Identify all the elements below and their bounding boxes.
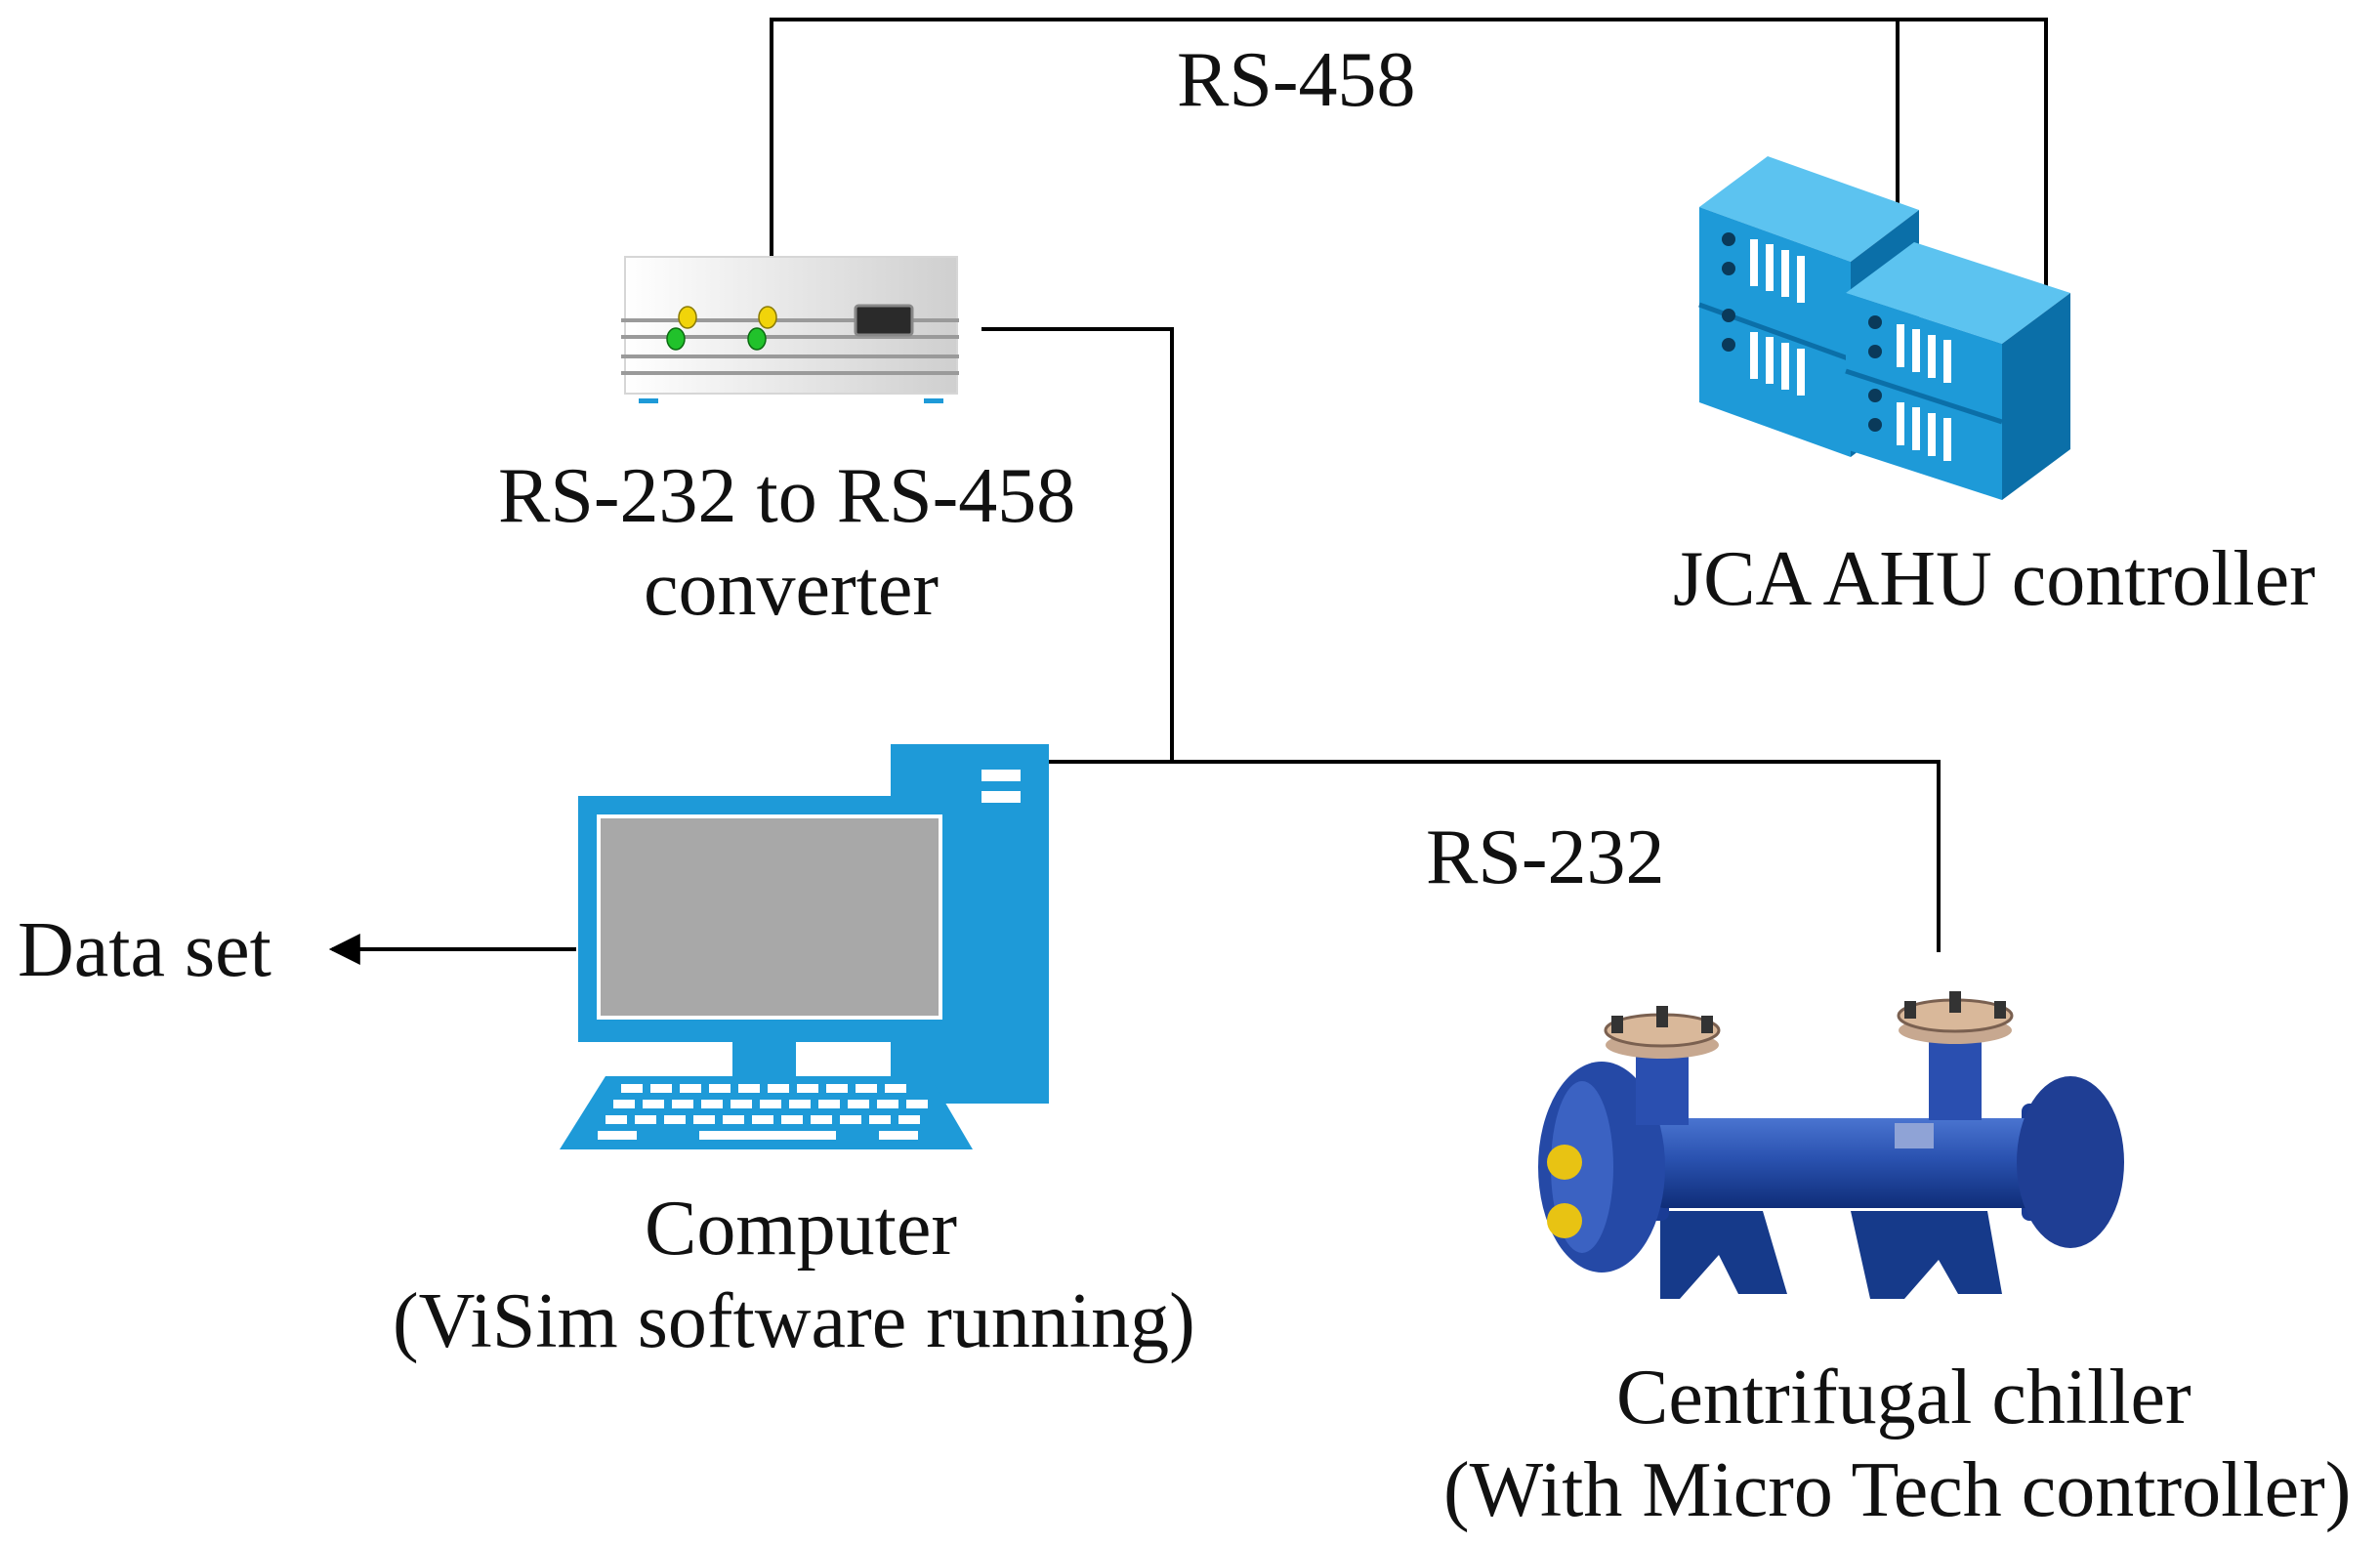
- yellow-plug-icon: [1547, 1145, 1582, 1180]
- nozzle-left: [1604, 1006, 1721, 1125]
- converter-icon: [621, 256, 959, 403]
- rs458-bus-label: RS-458: [1177, 37, 1416, 123]
- rs232-bus-line: [1045, 760, 1941, 952]
- computer-label-line2: (ViSim software running): [393, 1278, 1195, 1364]
- keyboard-keys: [598, 1084, 928, 1140]
- ahu-label: JCA AHU controller: [1673, 536, 2316, 622]
- connection-lines: [328, 18, 2048, 965]
- chiller-supports: [1660, 1211, 2002, 1299]
- ahu-rack-icon: [1698, 156, 2070, 500]
- computer-icon: [560, 744, 1049, 1149]
- led-yellow-icon: [678, 306, 697, 329]
- converter-label-line1: RS-232 to RS-458: [498, 453, 1076, 539]
- nameplate: [1895, 1123, 1934, 1148]
- nozzle-right: [1897, 991, 2014, 1120]
- rs458-bus-line: [770, 18, 2048, 295]
- converter-label-line2: converter: [644, 546, 939, 632]
- chiller-label-line2: (With Micro Tech controller): [1443, 1447, 2352, 1533]
- converter-to-junction-line: [981, 327, 1174, 762]
- led-yellow-icon: [758, 306, 777, 329]
- rs232-bus-label: RS-232: [1426, 814, 1665, 900]
- right-head: [2017, 1076, 2124, 1248]
- chiller-icon: [1538, 991, 2124, 1299]
- led-green-icon: [747, 327, 767, 351]
- chiller-body: [1650, 1118, 2046, 1208]
- keyboard-icon: [560, 1076, 973, 1149]
- dataset-label: Data set: [18, 907, 271, 993]
- screen: [597, 814, 942, 1020]
- yellow-plug-icon: [1547, 1203, 1582, 1238]
- chiller-label-line1: Centrifugal chiller: [1616, 1355, 2192, 1440]
- port-icon: [854, 304, 914, 337]
- computer-label-line1: Computer: [645, 1186, 957, 1272]
- led-green-icon: [666, 327, 686, 351]
- front-rack-unit: [1845, 242, 2070, 500]
